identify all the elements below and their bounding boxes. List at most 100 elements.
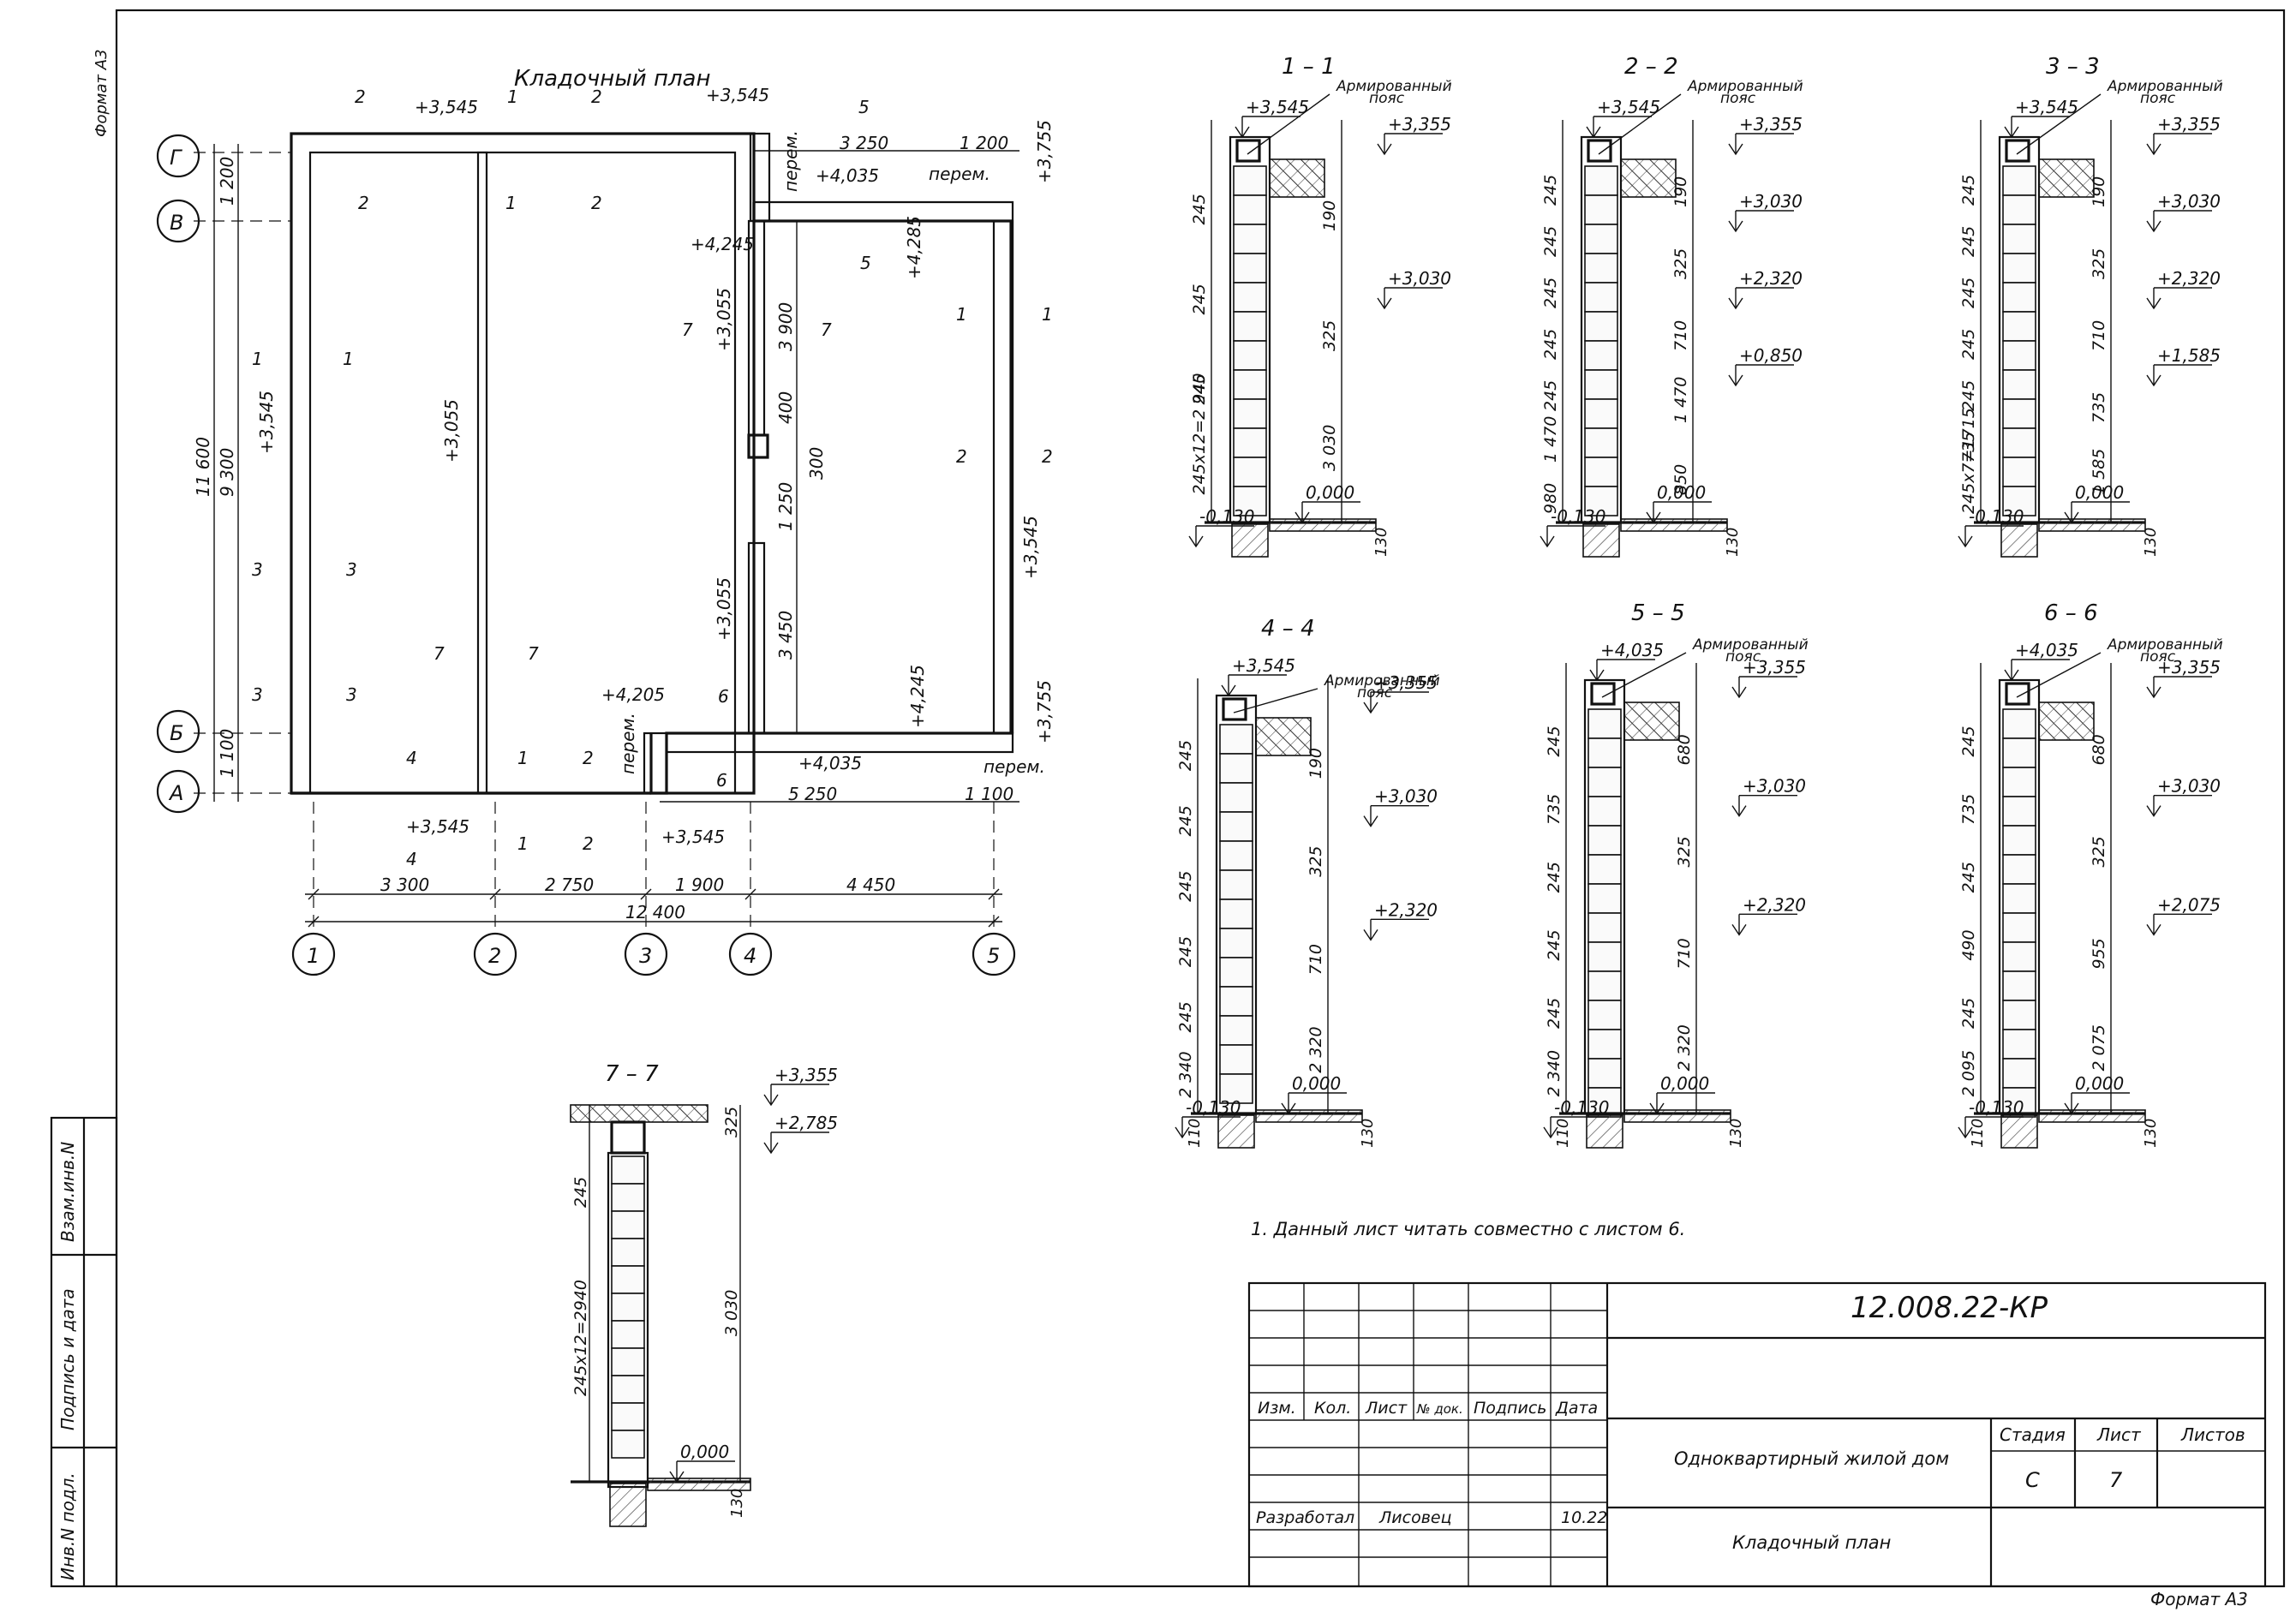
level-mark-right: +3,355 bbox=[1363, 672, 1438, 714]
left-dimension: 245 bbox=[1176, 871, 1195, 902]
belt-label: Армированный bbox=[1336, 78, 1452, 95]
svg-text:4: 4 bbox=[744, 944, 756, 968]
svg-text:+4,035: +4,035 bbox=[798, 753, 862, 773]
format-top: Формат А3 bbox=[93, 49, 111, 137]
format-bottom: Формат А3 bbox=[2150, 1589, 2248, 1609]
masonry-block bbox=[1587, 1000, 1622, 1030]
masonry-block bbox=[2002, 912, 2036, 943]
belt-label: пояс bbox=[1369, 90, 1405, 107]
left-dimension: 245 bbox=[1176, 740, 1195, 771]
masonry-block bbox=[2002, 854, 2036, 885]
svg-text:5: 5 bbox=[987, 944, 1000, 968]
right-dimension: 2 075 bbox=[2090, 1024, 2108, 1071]
level-mark-label: +3,030 bbox=[1739, 191, 1803, 212]
belt-label: пояс bbox=[2140, 648, 2176, 666]
right-dimension: 850 bbox=[1671, 464, 1690, 495]
level-mark-top: +3,545 bbox=[1221, 655, 1295, 697]
svg-text:2 750: 2 750 bbox=[545, 875, 594, 895]
right-dimension: 710 bbox=[2090, 320, 2108, 351]
tb-list: 7 bbox=[2109, 1468, 2123, 1492]
right-dimension: 1 585 bbox=[2090, 449, 2108, 495]
plan-right-wing bbox=[649, 202, 1013, 795]
level-mark-top: +4,035 bbox=[2004, 640, 2078, 682]
svg-text:перем.: перем. bbox=[929, 164, 990, 184]
level-mark-right: +0,850 bbox=[1728, 345, 1803, 387]
level-mark-right: +2,320 bbox=[1731, 894, 1806, 936]
level-mark-right: +2,785 bbox=[763, 1113, 838, 1155]
masonry-block bbox=[611, 1265, 645, 1294]
masonry-block bbox=[1584, 253, 1618, 284]
level-mark-ground: -0,130 bbox=[1540, 506, 1605, 548]
svg-text:1: 1 bbox=[1042, 304, 1053, 325]
left-dimension: 980 bbox=[1541, 483, 1560, 514]
level-mark-right: +3,355 bbox=[1728, 114, 1803, 156]
section-title: 2 – 2 bbox=[1624, 54, 1678, 80]
level-mark-label: +0,850 bbox=[1739, 345, 1803, 366]
right-dimension: 325 bbox=[2090, 248, 2108, 279]
masonry-block bbox=[1233, 224, 1267, 254]
wall-section-3: 3 – 3Армированныйпояс2452452452452457352… bbox=[1958, 54, 2223, 558]
right-dimension: 325 bbox=[722, 1107, 741, 1137]
svg-text:2: 2 bbox=[358, 193, 369, 213]
masonry-block bbox=[1587, 767, 1622, 797]
level-mark-label: +2,320 bbox=[1374, 899, 1438, 920]
level-mark-label: -0,130 bbox=[1969, 506, 2024, 527]
left-dimension: 245х12=2940 bbox=[571, 1280, 590, 1396]
svg-text:3: 3 bbox=[639, 944, 652, 968]
section-title: 3 – 3 bbox=[2046, 54, 2100, 80]
left-dimension: 245 bbox=[1541, 380, 1560, 411]
svg-text:+4,035: +4,035 bbox=[816, 165, 879, 186]
svg-text:3 250: 3 250 bbox=[840, 133, 888, 153]
svg-text:5 250: 5 250 bbox=[788, 784, 837, 804]
right-dimension: 2 320 bbox=[1306, 1026, 1325, 1072]
right-dimension: 325 bbox=[1306, 845, 1325, 876]
masonry-block bbox=[2002, 737, 2036, 768]
level-mark-top: +3,545 bbox=[2004, 97, 2078, 139]
level-mark-ground: -0,130 bbox=[1958, 506, 2024, 548]
level-mark-zero: 0,000 bbox=[2064, 1073, 2130, 1115]
level-mark-label: +3,355 bbox=[1388, 114, 1451, 134]
vzam-inv-label: Взам.инв.N bbox=[57, 1142, 78, 1242]
svg-text:1 900: 1 900 bbox=[675, 875, 724, 895]
svg-text:4: 4 bbox=[406, 748, 417, 768]
level-mark-label: +3,355 bbox=[2157, 114, 2221, 134]
masonry-block bbox=[1587, 970, 1622, 1001]
masonry-block bbox=[1584, 398, 1618, 429]
masonry-block bbox=[2002, 340, 2036, 371]
masonry-block bbox=[1584, 224, 1618, 254]
right-dimension: 735 bbox=[2090, 392, 2108, 423]
left-dimension: 245х7=1715 bbox=[1959, 408, 1978, 514]
level-mark-label: 0,000 bbox=[1292, 1073, 1341, 1094]
right-dimension: 325 bbox=[2090, 836, 2108, 867]
masonry-block bbox=[1584, 282, 1618, 313]
tb-object: Одноквартирный жилой дом bbox=[1674, 1448, 1949, 1469]
svg-text:2: 2 bbox=[488, 944, 501, 968]
masonry-block bbox=[1587, 883, 1622, 914]
right-dimension: 2 320 bbox=[1675, 1024, 1694, 1071]
masonry-block bbox=[1219, 724, 1253, 755]
svg-text:300: 300 bbox=[806, 447, 827, 480]
inv-podl-label: Инв.N подл. bbox=[57, 1472, 78, 1580]
masonry-block bbox=[611, 1210, 645, 1239]
sheet-note: 1. Данный лист читать совместно с листом… bbox=[1251, 1219, 1685, 1239]
masonry-block bbox=[1233, 427, 1267, 458]
right-dimension: 710 bbox=[1671, 320, 1690, 351]
masonry-block bbox=[2002, 767, 2036, 797]
masonry-block bbox=[2002, 282, 2036, 313]
level-mark-ground: -0,130 bbox=[1175, 1097, 1241, 1139]
svg-text:1: 1 bbox=[505, 193, 517, 213]
masonry-block bbox=[1219, 986, 1253, 1017]
left-dimension: 490 bbox=[1959, 929, 1978, 960]
left-dimension: 245 bbox=[1176, 936, 1195, 967]
plan-title: Кладочный план bbox=[514, 66, 711, 92]
tb-h-kol: Кол. bbox=[1314, 1399, 1351, 1418]
svg-text:1: 1 bbox=[507, 87, 518, 107]
level-mark-right: +3,030 bbox=[1377, 268, 1451, 310]
svg-text:4: 4 bbox=[406, 849, 417, 869]
level-mark-right: +3,355 bbox=[2146, 114, 2221, 156]
right-dimension: 3 030 bbox=[1320, 425, 1339, 471]
tb-h-ndok: № док. bbox=[1416, 1401, 1463, 1417]
masonry-block bbox=[1584, 311, 1618, 342]
level-mark-right: +3,355 bbox=[2146, 657, 2221, 699]
masonry-block bbox=[1584, 165, 1618, 196]
